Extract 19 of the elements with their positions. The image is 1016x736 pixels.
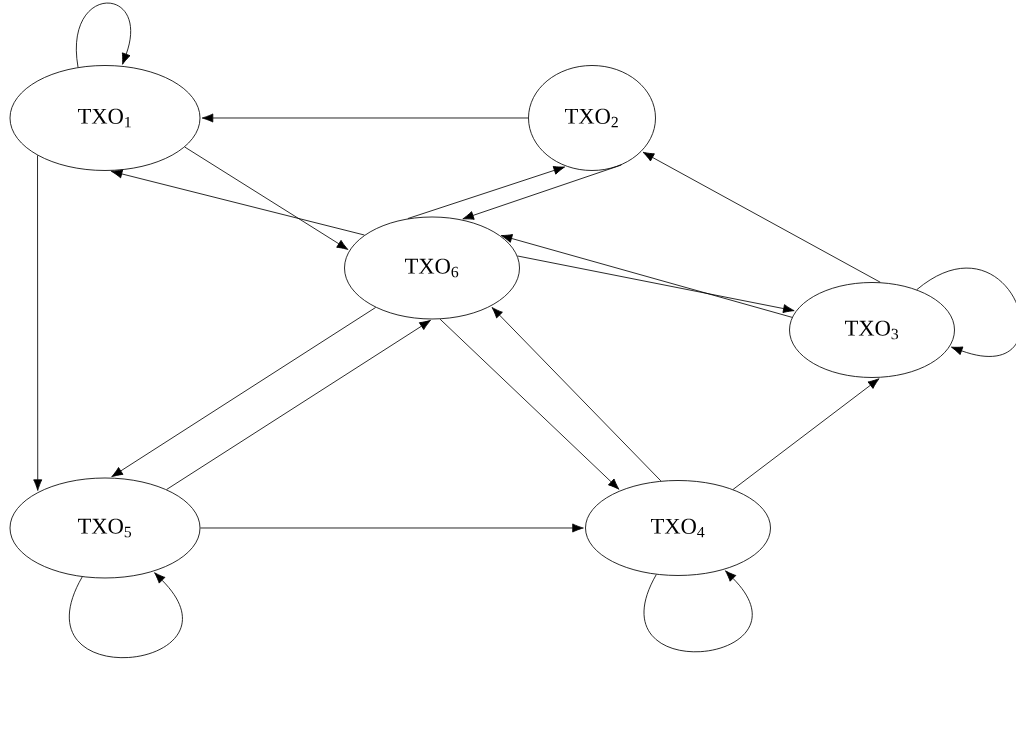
arrow bbox=[462, 164, 622, 220]
arrow bbox=[184, 146, 349, 250]
arrow bbox=[200, 523, 584, 533]
arrow bbox=[201, 113, 529, 123]
self-loop-arrow bbox=[69, 572, 183, 658]
arrow bbox=[407, 166, 565, 219]
arrow bbox=[500, 234, 793, 318]
self-loop-arrow bbox=[644, 570, 753, 652]
arrow bbox=[732, 378, 880, 490]
arrow bbox=[166, 319, 431, 490]
arrow bbox=[33, 155, 43, 491]
arrow bbox=[642, 151, 881, 283]
arrow bbox=[491, 307, 662, 482]
arrow bbox=[111, 307, 377, 478]
self-loop-arrow bbox=[916, 267, 1016, 357]
arrow bbox=[439, 318, 620, 490]
self-loop-arrow bbox=[75, 2, 131, 68]
arrow bbox=[517, 255, 795, 314]
arrow bbox=[110, 169, 365, 236]
